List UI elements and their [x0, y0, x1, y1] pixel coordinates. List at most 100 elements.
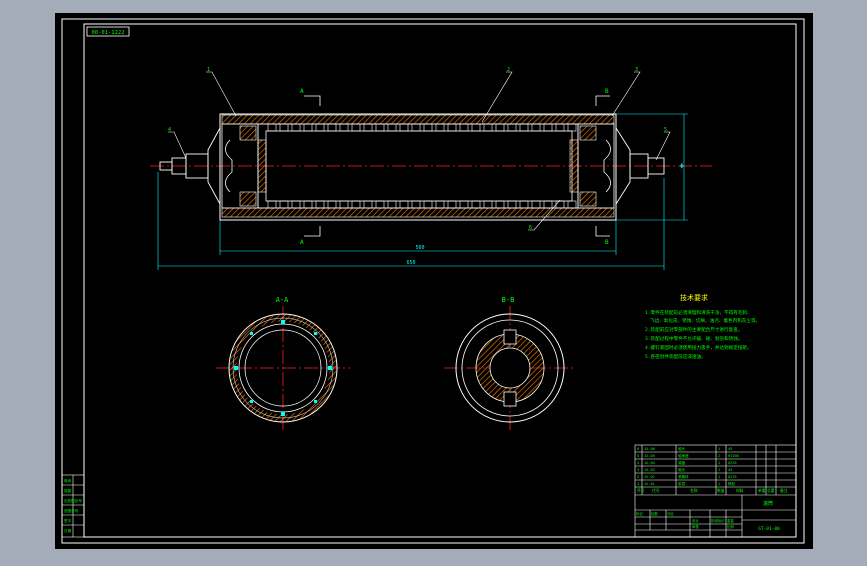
shell-rib	[519, 200, 529, 209]
parts-cell-name: 轴承座	[678, 453, 689, 458]
hdr-name: 名称	[690, 488, 698, 493]
side-label-3: 旧底图总号	[64, 498, 82, 503]
parts-cell-no: 1	[637, 482, 639, 486]
drawing-number: GT-01-00	[758, 526, 780, 532]
section-mark-b-top: B	[605, 88, 609, 95]
shell-rib	[315, 200, 325, 209]
sign-label-3: 分区	[667, 511, 674, 516]
parts-cell-no: 6	[637, 447, 639, 451]
parts-cell-mat: Q235	[728, 461, 737, 465]
shell-rib	[399, 200, 409, 209]
shell-rib	[519, 123, 529, 132]
parts-cell-name: 轴头	[678, 467, 686, 472]
parts-cell-no: 2	[637, 475, 639, 479]
hdr-mat: 材料	[736, 488, 744, 493]
parts-cell-mat: 45	[728, 447, 732, 451]
inner-length-dim: 560	[415, 245, 424, 251]
parts-cell-qty: 1	[718, 447, 720, 451]
leader-2: 2	[507, 67, 510, 73]
shell-rib	[555, 123, 565, 132]
tech-req-line-4: 3.装配过程中零件不允许磕、碰、划伤和锈蚀。	[645, 335, 742, 342]
parts-cell-mat: 橡胶	[728, 481, 736, 486]
shell-rib	[411, 200, 421, 209]
shell-rib	[363, 200, 373, 209]
parts-cell-name: 端盖	[678, 460, 686, 465]
shell-rib	[423, 123, 433, 132]
tech-req-line-2: 飞边、氧化皮、锈蚀、切屑、油污、着色剂和灰尘等。	[650, 317, 760, 324]
parts-cell-code: JX-02	[644, 475, 655, 479]
shell-rib	[303, 200, 313, 209]
review-label-1: 设计	[692, 518, 699, 523]
hdr-no: 序号	[637, 488, 645, 493]
shell-rib	[363, 123, 373, 132]
shell-rib	[387, 123, 397, 132]
leader-4: 4	[168, 127, 171, 133]
shell-rib	[423, 200, 433, 209]
parts-cell-no: 5	[637, 454, 639, 458]
parts-cell-mat: Q235	[728, 475, 737, 479]
shell-rib	[459, 200, 469, 209]
parts-cell-code: JX-04	[644, 461, 655, 465]
shell-rib	[543, 123, 553, 132]
shell-rib	[291, 200, 301, 209]
shell-rib	[279, 123, 289, 132]
overall-length-dim: 650	[406, 260, 415, 266]
section-mark-a-top: A	[300, 88, 304, 95]
drawing-code-text: 00-01-1222	[91, 30, 124, 36]
part-leaders	[168, 71, 671, 231]
outer-border	[61, 18, 805, 544]
section-a-title: A-A	[276, 296, 289, 304]
shell-rib	[543, 200, 553, 209]
shell-rib	[435, 200, 445, 209]
shell-rib	[567, 200, 577, 209]
sign-label-2: 处数	[651, 511, 658, 516]
parts-cell-code: JX-01	[644, 482, 655, 486]
shell-rib	[375, 200, 385, 209]
drawing-name: 滚筒	[763, 500, 773, 507]
shell-rib	[303, 123, 313, 132]
side-label-4: 底图总号	[64, 508, 79, 513]
shell-rib	[375, 123, 385, 132]
parts-cell-qty: 1	[718, 482, 720, 486]
shell-rib	[315, 123, 325, 132]
parts-cell-qty: 1	[718, 468, 720, 472]
drawing-code-box: 00-01-1222	[86, 26, 130, 37]
tech-req-line-1: 1.零件在装配前必须清理和清洗干净，不得有毛刺、	[645, 309, 752, 316]
section-b-title: B-B	[502, 296, 515, 304]
shell-rib	[495, 200, 505, 209]
parts-cell-code: JX-03	[644, 468, 655, 472]
shell-rib	[495, 123, 505, 132]
leader-6: 6	[529, 225, 532, 231]
shell-rib	[447, 123, 457, 132]
parts-cell-qty: 2	[718, 461, 720, 465]
shell-rib	[435, 123, 445, 132]
hdr-unit-wt: 单重	[758, 488, 766, 493]
shell-rib	[483, 123, 493, 132]
tech-req-line-6: 5.各密封件装配前应浸透油。	[645, 353, 706, 360]
parts-cell-qty: 1	[718, 475, 720, 479]
section-mark-b-bottom: B	[605, 239, 609, 246]
parts-cell-name: 胶层	[678, 481, 686, 486]
shell-rib	[507, 123, 517, 132]
section-b-view: B-B	[444, 296, 576, 432]
shell-rib	[531, 123, 541, 132]
tech-req-line-5: 4.螺钉紧固时必须使用扭力扳手，并达到规定扭矩。	[645, 344, 752, 351]
shell-rib	[387, 200, 397, 209]
diameter-dim: Φ	[680, 163, 684, 170]
leader-3: 3	[635, 67, 638, 73]
parts-cell-mat: HT200	[728, 454, 739, 458]
shell-rib	[459, 123, 469, 132]
shell-rib	[267, 200, 277, 209]
parts-cell-code: JX-05	[644, 454, 655, 458]
parts-cell-no: 3	[637, 468, 639, 472]
hdr-remark: 备注	[780, 488, 788, 493]
hdr-qty: 数量	[717, 488, 725, 493]
drawing-sheet	[55, 13, 813, 549]
shell-rib	[471, 200, 481, 209]
inner-border	[83, 23, 797, 538]
scale-label-2: 重量	[727, 518, 734, 523]
parts-cell-code: JX-06	[644, 447, 655, 451]
parts-cell-qty: 2	[718, 454, 720, 458]
